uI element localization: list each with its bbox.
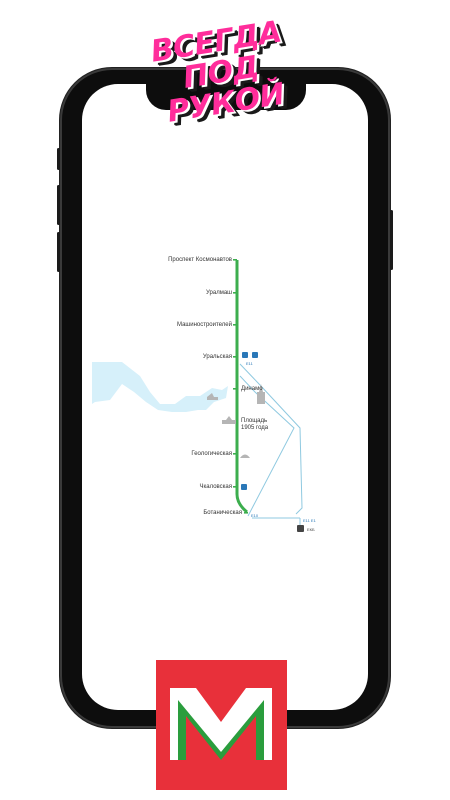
station-marker bbox=[233, 388, 237, 390]
station-label[interactable]: Машиностроителей bbox=[177, 322, 232, 328]
airport-icon bbox=[297, 525, 304, 532]
branch-line-a bbox=[239, 363, 303, 515]
metro-line-green bbox=[235, 260, 248, 514]
dome-icon bbox=[240, 454, 250, 458]
tower-icon bbox=[257, 384, 265, 404]
station-marker bbox=[244, 512, 248, 514]
station-label[interactable]: Площадь 1905 года bbox=[241, 418, 269, 431]
station-marker bbox=[233, 486, 237, 488]
line-code-label: Е11 Е1 bbox=[303, 518, 316, 523]
phone-power-button bbox=[390, 210, 393, 270]
phone-volume-up-button bbox=[57, 185, 60, 225]
station-marker bbox=[233, 292, 237, 294]
station-label[interactable]: Уралмаш bbox=[206, 290, 232, 296]
landmark-icon bbox=[207, 393, 218, 400]
station-marker bbox=[233, 453, 237, 455]
phone-volume-down-button bbox=[57, 232, 60, 272]
train-transfer-icon bbox=[252, 352, 258, 358]
station-label[interactable]: Чкаловская bbox=[199, 484, 232, 490]
line-code-label: Е10 bbox=[251, 513, 259, 518]
terminal-label: ЕКБ bbox=[307, 527, 315, 532]
app-logo bbox=[156, 660, 287, 790]
station-label[interactable]: Ботаническая bbox=[203, 510, 242, 516]
station-label[interactable]: Уральская bbox=[202, 354, 232, 360]
station-label[interactable]: Проспект Космонавтов bbox=[168, 257, 232, 263]
promo-slogan: ВСЕГДА ПОД РУКОЙ bbox=[140, 14, 307, 157]
line-code-label: Е11 bbox=[246, 361, 253, 366]
branch-line-b bbox=[239, 375, 295, 517]
train-transfer-icon bbox=[242, 352, 248, 358]
metro-m-icon bbox=[170, 688, 272, 760]
station-marker bbox=[233, 324, 237, 326]
phone-notch bbox=[146, 80, 306, 110]
logo-m-outline bbox=[170, 688, 272, 760]
monument-icon bbox=[222, 416, 236, 424]
station-label[interactable]: Динамо bbox=[241, 386, 263, 392]
station-label[interactable]: Геологическая bbox=[191, 451, 232, 457]
train-transfer-icon bbox=[241, 484, 247, 490]
station-marker bbox=[233, 259, 237, 261]
phone-side-button bbox=[57, 148, 60, 170]
river bbox=[92, 362, 228, 412]
station-marker bbox=[233, 356, 237, 358]
